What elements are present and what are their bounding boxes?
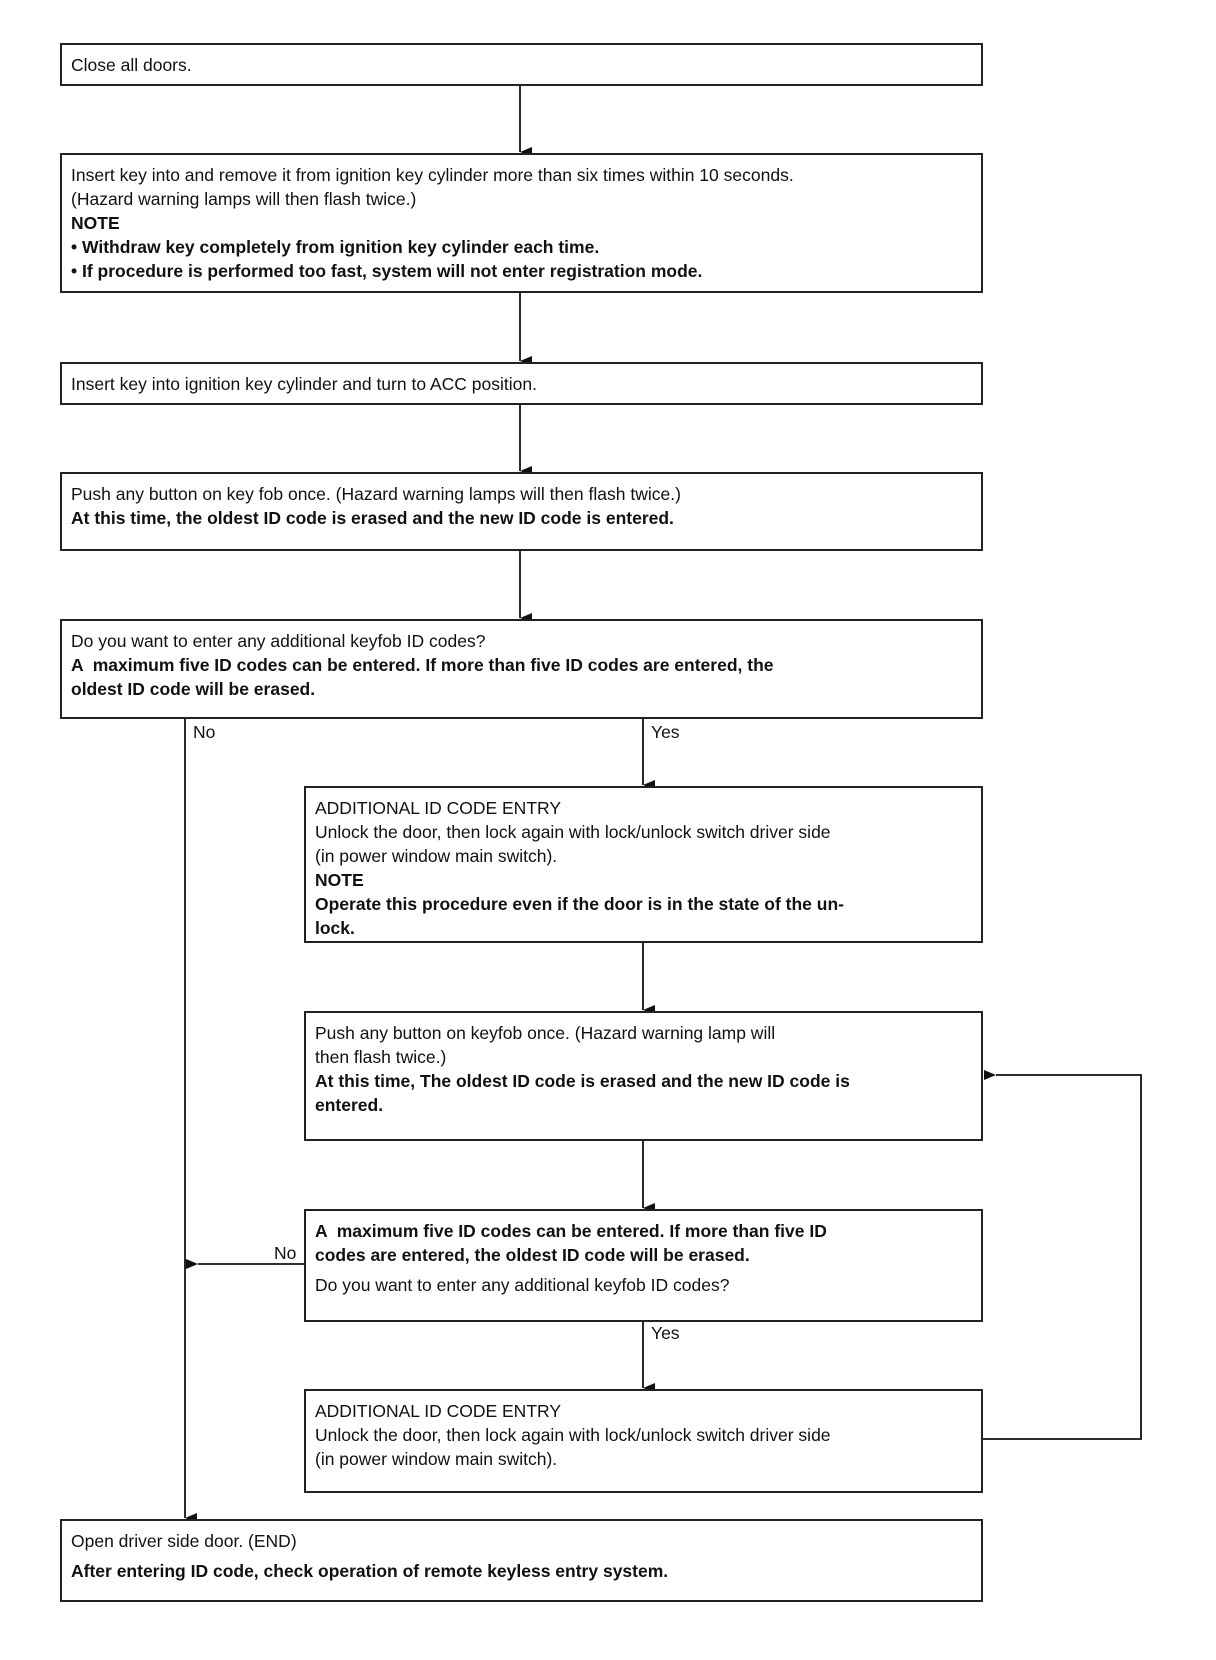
text-line: ADDITIONAL ID CODE ENTRY: [315, 1401, 562, 1421]
bold-text-line: codes are entered, the oldest ID code wi…: [315, 1245, 750, 1265]
bold-text-line: At this time, the oldest ID code is eras…: [71, 508, 674, 528]
label-yes-1: Yes: [651, 722, 680, 742]
step-open-driver-door: Open driver side door. (END) After enteri…: [60, 1519, 983, 1602]
step-insert-remove-key: Insert key into and remove it from ignit…: [60, 153, 983, 293]
loop-back-line: [982, 1070, 1142, 1440]
text-line: Push any button on keyfob once. (Hazard …: [315, 1023, 776, 1043]
step-additional-entry-2: ADDITIONAL ID CODE ENTRY Unlock the door,…: [304, 1389, 983, 1493]
step-push-key-fob: Push any button on key fob once. (Hazard…: [60, 472, 983, 551]
bold-text-line: NOTE: [315, 870, 364, 890]
bold-text-line: lock.: [315, 918, 355, 938]
decision-more-codes: A maximum five ID codes can be entered. …: [304, 1209, 983, 1322]
step-close-doors: Close all doors.: [60, 43, 983, 86]
text-line: (in power window main switch).: [315, 1449, 558, 1469]
text-line: ADDITIONAL ID CODE ENTRY: [315, 798, 562, 818]
bold-text-line: Operate this procedure even if the door …: [315, 894, 844, 914]
text-line: Insert key into ignition key cylinder an…: [71, 374, 537, 394]
label-yes-2: Yes: [651, 1323, 680, 1343]
text-line: Unlock the door, then lock again with lo…: [315, 1425, 831, 1445]
text-line: Insert key into and remove it from ignit…: [71, 165, 794, 185]
bold-text-line: entered.: [315, 1095, 384, 1115]
text-line: Do you want to enter any additional keyf…: [315, 1275, 730, 1295]
text-line: Push any button on key fob once. (Hazard…: [71, 484, 681, 504]
step-turn-to-acc: Insert key into ignition key cylinder an…: [60, 362, 983, 405]
step-push-keyfob-again: Push any button on keyfob once. (Hazard …: [304, 1011, 983, 1141]
bold-text-line: • If procedure is performed too fast, sy…: [71, 261, 703, 281]
bold-text-line: • Withdraw key completely from ignition …: [71, 237, 600, 257]
text-line: (in power window main switch).: [315, 846, 558, 866]
label-no-1: No: [193, 722, 216, 742]
text-line: Open driver side door. (END): [71, 1531, 297, 1551]
text-line: Close all doors.: [71, 55, 192, 75]
decision-additional-codes: Do you want to enter any additional keyf…: [60, 619, 983, 719]
bold-text-line: oldest ID code will be erased.: [71, 679, 316, 699]
bold-text-line: A maximum five ID codes can be entered. …: [315, 1221, 827, 1241]
text-line: then flash twice.): [315, 1047, 447, 1067]
label-no-2: No: [274, 1243, 297, 1263]
bold-text-line: A maximum five ID codes can be entered. …: [71, 655, 774, 675]
bold-text-line: After entering ID code, check operation …: [71, 1561, 669, 1581]
step-additional-entry-1: ADDITIONAL ID CODE ENTRY Unlock the door,…: [304, 786, 983, 943]
bold-text-line: At this time, The oldest ID code is eras…: [315, 1071, 850, 1091]
text-line: Unlock the door, then lock again with lo…: [315, 822, 831, 842]
text-line: (Hazard warning lamps will then flash tw…: [71, 189, 417, 209]
bold-text-line: NOTE: [71, 213, 120, 233]
text-line: Do you want to enter any additional keyf…: [71, 631, 486, 651]
